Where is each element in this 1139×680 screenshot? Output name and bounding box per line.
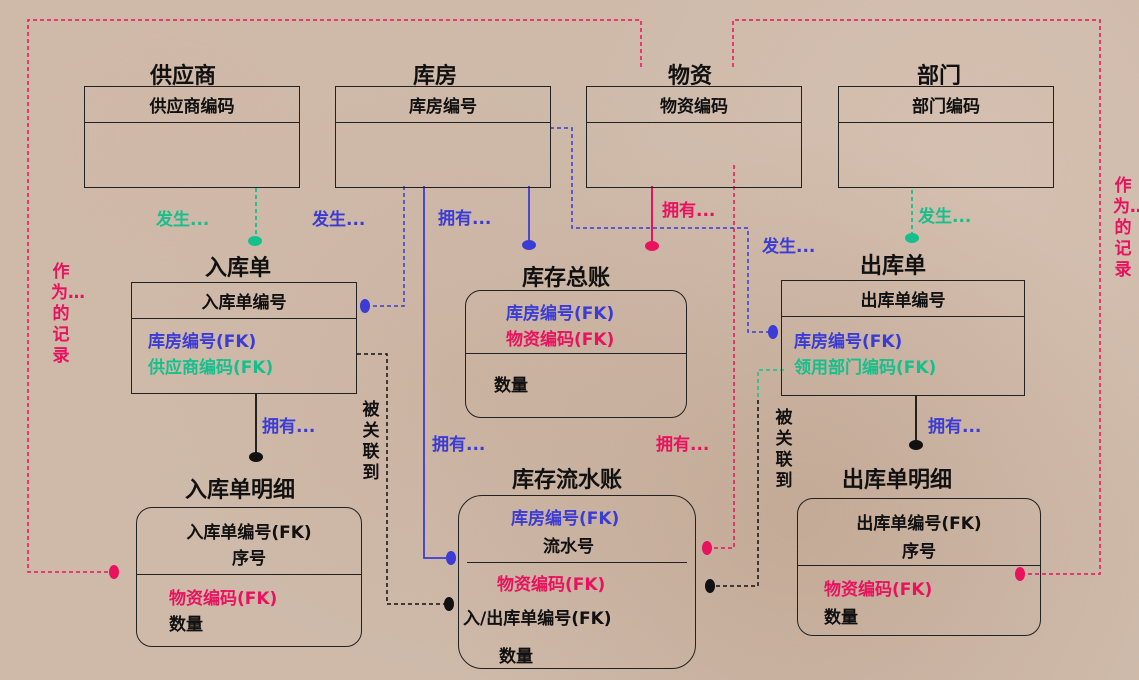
flow-divider	[467, 562, 687, 563]
inbound-title: 入库单	[205, 256, 272, 281]
outbound-fk-department: 领用部门编码(FK)	[794, 358, 937, 378]
inbound-entity: 入库单编号 库房编号(FK) 供应商编码(FK)	[131, 282, 357, 394]
outbound-detail-title: 出库单明细	[842, 468, 953, 493]
flow-attr-qty: 数量	[499, 647, 533, 667]
outbound-detail-key-fk: 出库单编号(FK)	[856, 514, 982, 534]
flow-fk-warehouse: 库房编号(FK)	[511, 509, 620, 529]
outbound-title: 出库单	[860, 254, 927, 279]
outbound-detail-entity: 出库单编号(FK) 序号 物资编码(FK) 数量	[797, 498, 1041, 636]
dot-record-right	[1015, 567, 1025, 581]
material-entity: 物资编码	[586, 86, 802, 188]
warehouse-flow-line	[423, 186, 446, 559]
supplier-key: 供应商编码	[85, 87, 299, 123]
inbound-detail-key-fk: 入库单编号(FK)	[186, 523, 312, 543]
dot-supplier-inbound	[248, 236, 262, 246]
flow-fk-material: 物资编码(FK)	[497, 575, 606, 595]
record-line-right	[732, 19, 1101, 575]
ledger-title: 库存总账	[522, 266, 611, 291]
ledger-divider	[466, 353, 686, 354]
label-outbound-detail: 拥有...	[928, 417, 982, 437]
inbound-detail-attr-qty: 数量	[169, 615, 203, 635]
material-title: 物资	[668, 64, 713, 89]
label-associated-left: 被关联到	[362, 400, 380, 483]
inbound-key: 入库单编号	[132, 283, 356, 319]
record-line-left	[27, 19, 642, 573]
inbound-fk-warehouse: 库房编号(FK)	[148, 332, 257, 352]
inbound-detail-divider	[137, 574, 361, 575]
ledger-entity: 库房编号(FK) 物资编码(FK) 数量	[465, 290, 687, 418]
department-title: 部门	[917, 64, 962, 89]
label-department-outbound: 发生...	[918, 207, 972, 227]
dot-material-ledger	[645, 241, 659, 251]
inbound-detail-entity: 入库单编号(FK) 序号 物资编码(FK) 数量	[136, 507, 362, 647]
label-supplier-inbound: 发生...	[156, 210, 210, 230]
flow-fk-order: 入/出库单编号(FK)	[463, 609, 612, 629]
label-warehouse-inbound: 发生...	[312, 210, 366, 230]
warehouse-entity: 库房编号	[335, 86, 551, 188]
label-material-flow: 拥有...	[656, 435, 710, 455]
supplier-entity: 供应商编码	[84, 86, 300, 188]
dot-department-outbound	[905, 233, 919, 243]
outbound-detail-fk-material: 物资编码(FK)	[824, 580, 933, 600]
flow-key-serial: 流水号	[543, 537, 594, 557]
ledger-fk-material: 物资编码(FK)	[506, 330, 615, 350]
dot-warehouse-ledger	[522, 240, 536, 250]
outbound-entity: 出库单编号 库房编号(FK) 领用部门编码(FK)	[781, 280, 1025, 396]
dot-material-flow	[702, 541, 712, 555]
warehouse-inbound-line	[369, 186, 405, 307]
label-material-ledger: 拥有...	[662, 201, 716, 221]
flow-entity: 库房编号(FK) 流水号 物资编码(FK) 入/出库单编号(FK) 数量	[458, 495, 696, 669]
label-warehouse-outbound: 发生...	[762, 237, 816, 257]
label-inbound-detail: 拥有...	[262, 417, 316, 437]
outbound-key: 出库单编号	[782, 281, 1024, 317]
label-associated-right: 被关联到	[775, 408, 793, 491]
outbound-detail-key-seq: 序号	[902, 542, 936, 562]
warehouse-outbound-line	[550, 127, 769, 333]
warehouse-key: 库房编号	[336, 87, 550, 123]
outbound-flow-assoc-line	[716, 400, 759, 587]
inbound-detail-title: 入库单明细	[185, 478, 296, 503]
label-warehouse-ledger: 拥有...	[438, 209, 492, 229]
supplier-title: 供应商	[150, 64, 217, 89]
outbound-detail-attr-qty: 数量	[824, 608, 858, 628]
inbound-detail-key-seq: 序号	[232, 549, 266, 569]
dot-inbound-flow	[444, 597, 454, 611]
outbound-detail-divider	[798, 565, 1040, 566]
green-dashed-outbound	[757, 369, 784, 400]
inbound-fk-supplier: 供应商编码(FK)	[148, 358, 274, 378]
dot-outbound-flow	[705, 579, 715, 593]
ledger-attr-qty: 数量	[494, 376, 528, 396]
inbound-flow-assoc-line	[357, 353, 444, 605]
ledger-fk-warehouse: 库房编号(FK)	[506, 304, 615, 324]
dot-outbound-detail	[909, 440, 923, 450]
inbound-detail-fk-material: 物资编码(FK)	[169, 589, 278, 609]
label-record-right: 作为…的记录	[1113, 176, 1139, 280]
outbound-fk-warehouse: 库房编号(FK)	[794, 332, 903, 352]
warehouse-title: 库房	[413, 64, 458, 89]
dot-inbound-detail	[249, 452, 263, 462]
dot-record-left	[109, 565, 119, 579]
dot-warehouse-outbound	[768, 325, 778, 339]
department-entity: 部门编码	[838, 86, 1054, 188]
label-warehouse-flow: 拥有...	[432, 435, 486, 455]
material-key: 物资编码	[587, 87, 801, 123]
material-flow-line	[708, 165, 735, 549]
department-key: 部门编码	[839, 87, 1053, 123]
label-record-left: 作为…的记录	[51, 262, 85, 366]
dot-warehouse-flow	[446, 551, 456, 565]
dot-warehouse-inbound	[360, 299, 370, 313]
flow-title: 库存流水账	[512, 468, 623, 493]
